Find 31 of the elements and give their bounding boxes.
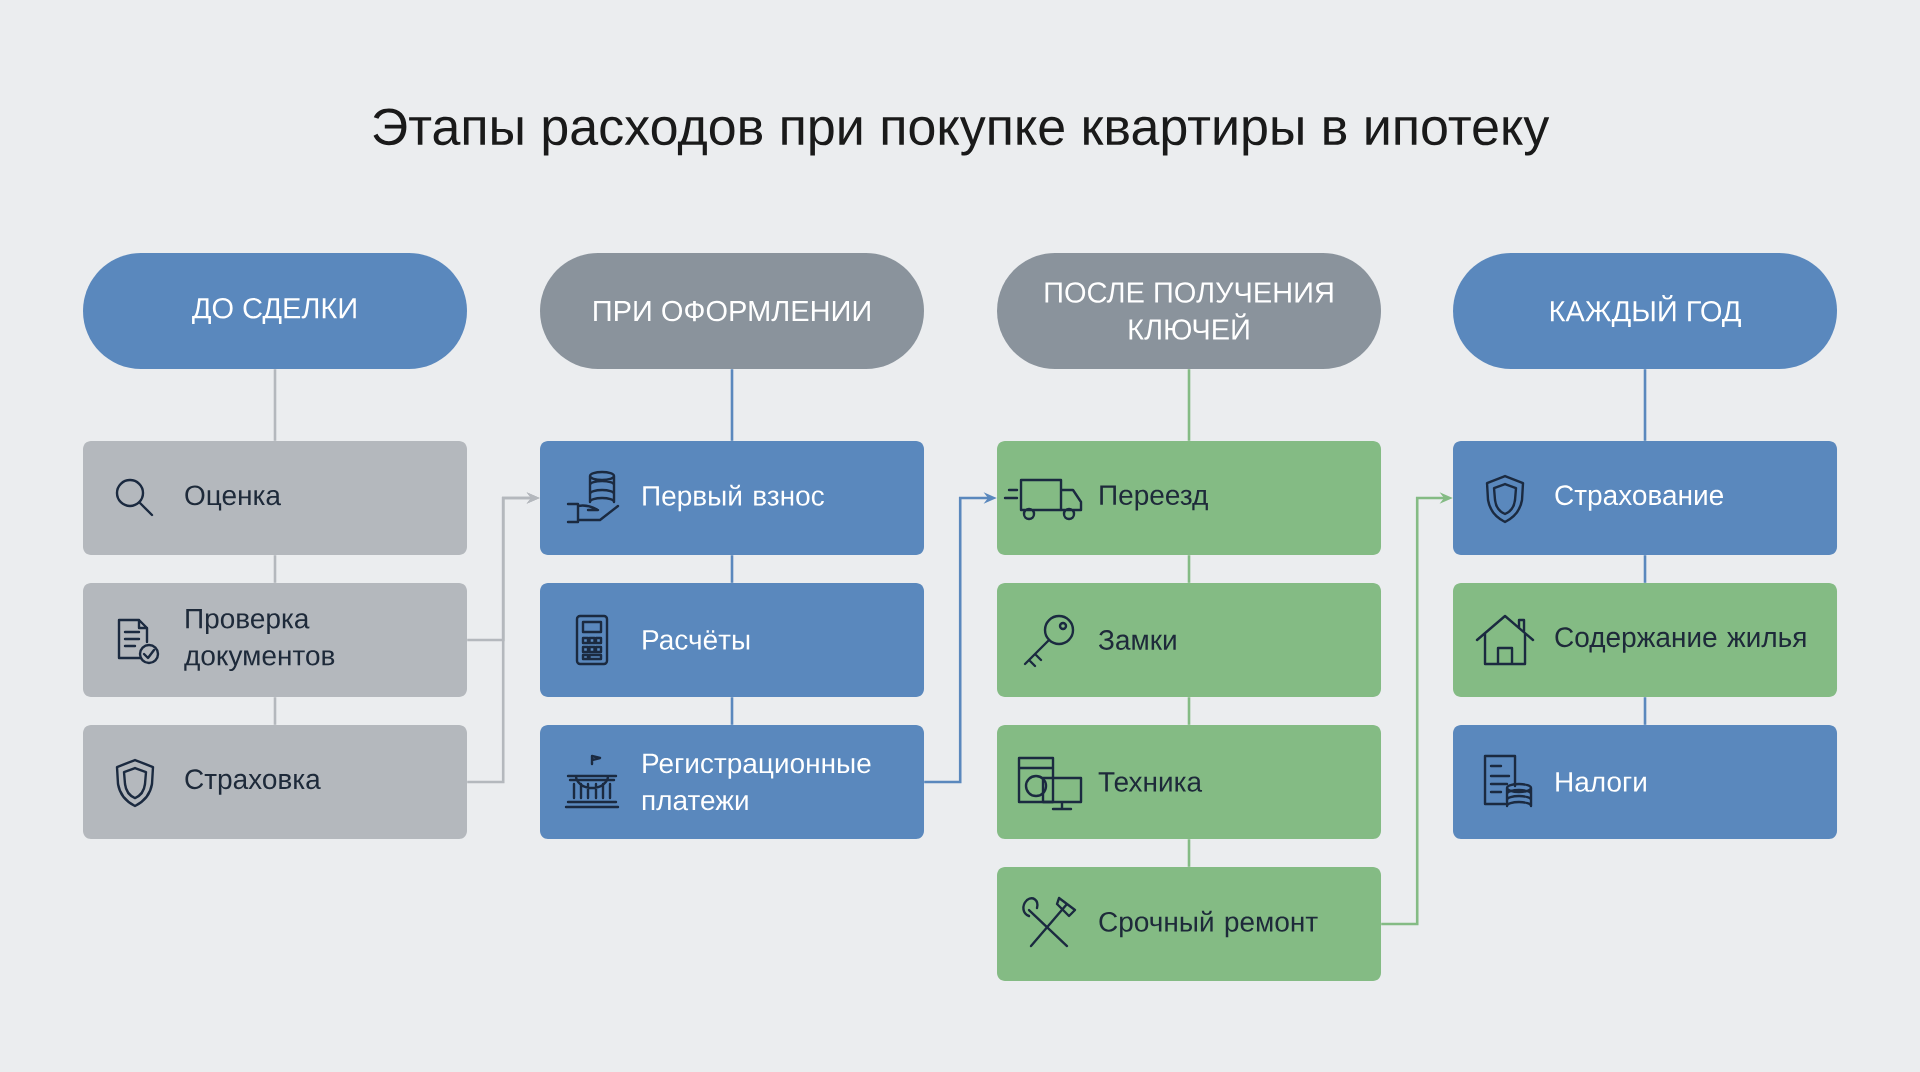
expense-box: Налоги xyxy=(1453,725,1837,839)
title: Этапы расходов при покупке квартиры в ипотеку xyxy=(373,108,1550,156)
expense-box: Оценка xyxy=(83,441,467,555)
expense-box: Переезд xyxy=(997,441,1381,555)
connector xyxy=(1187,839,1191,867)
expense-box: Первый взнос xyxy=(540,441,924,555)
connector xyxy=(1643,555,1647,583)
stage-pill: ПРИ ОФОРМЛЕНИИ xyxy=(540,253,924,369)
connector xyxy=(1187,697,1191,725)
expense-box: Техника xyxy=(997,725,1381,839)
connector xyxy=(1187,369,1191,441)
connector xyxy=(730,555,734,583)
connector xyxy=(1643,369,1647,441)
connector xyxy=(730,369,734,441)
expense-box: Содержание жилья xyxy=(1453,583,1837,697)
connector xyxy=(273,369,277,441)
expense-box: Страхование xyxy=(1453,441,1837,555)
expense-box: Регистрационные платежи xyxy=(540,725,924,839)
connector xyxy=(273,555,277,583)
expense-box: Замки xyxy=(997,583,1381,697)
expense-box: Расчёты xyxy=(540,583,924,697)
stage-pill: КАЖДЫЙ ГОД xyxy=(1453,253,1837,369)
stage-pill: ПОСЛЕ ПОЛУЧЕНИЯ КЛЮЧЕЙ xyxy=(997,253,1381,369)
connector xyxy=(273,697,277,725)
connector xyxy=(1187,555,1191,583)
connector xyxy=(1643,697,1647,725)
expense-box: Страховка xyxy=(83,725,467,839)
connector xyxy=(730,697,734,725)
expense-box: Проверка документов xyxy=(83,583,467,697)
stage-pill: ДО СДЕЛКИ xyxy=(83,253,467,369)
expense-box: Срочный ремонт xyxy=(997,867,1381,981)
